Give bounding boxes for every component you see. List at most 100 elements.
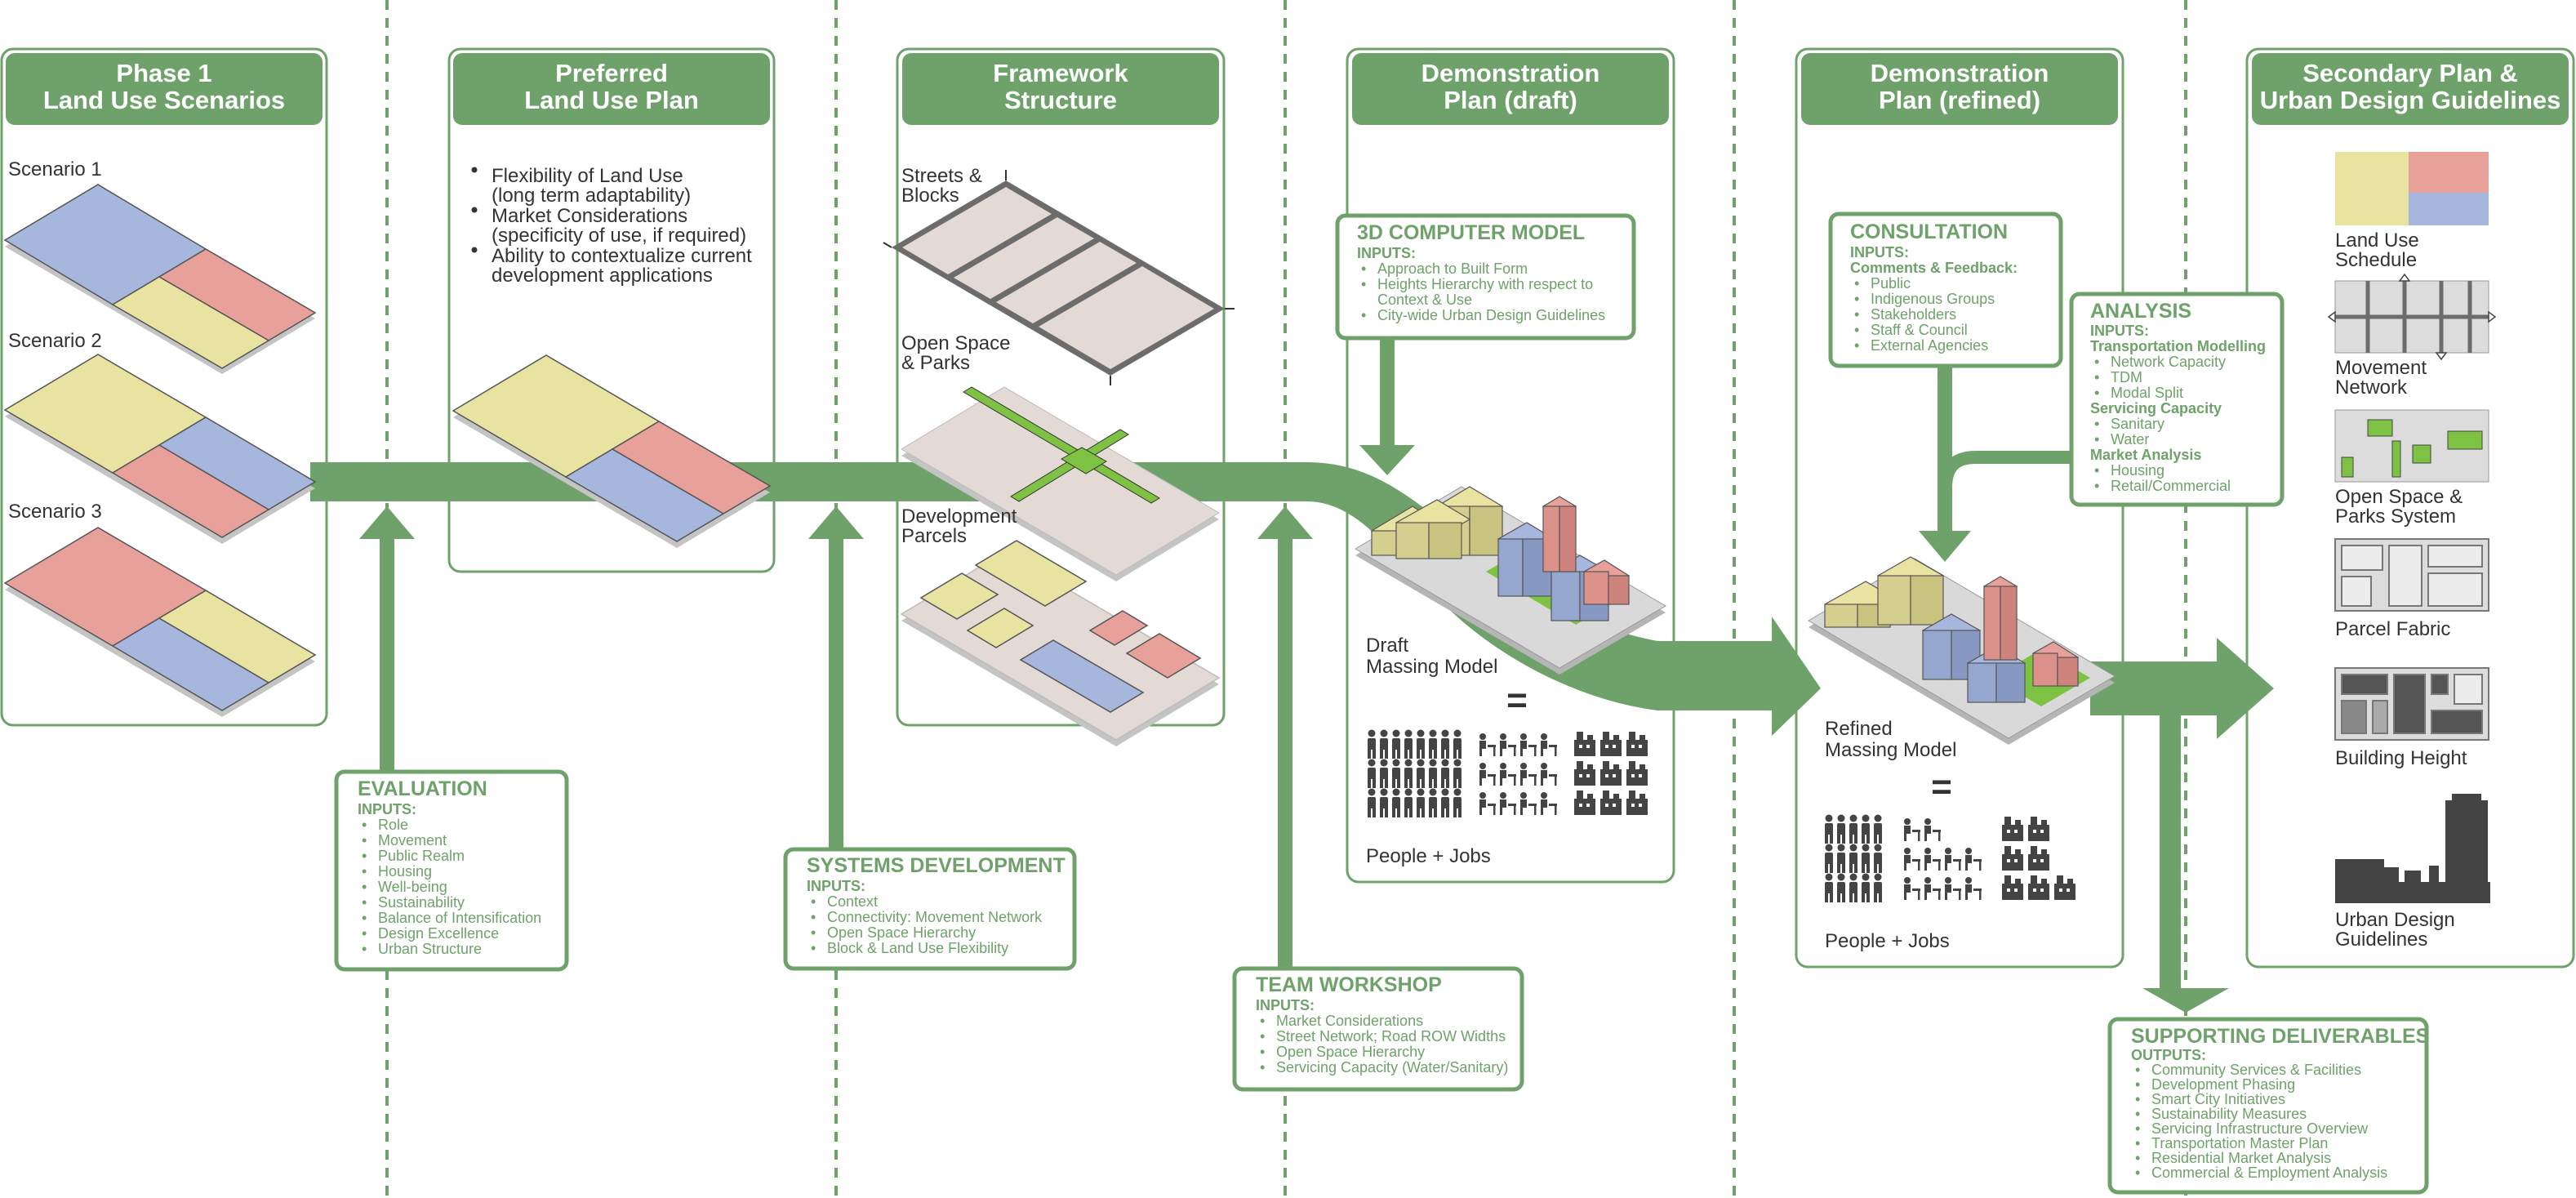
- streets-blocks-label-2: Blocks: [901, 185, 959, 207]
- analysis-arrow: [1938, 451, 2071, 531]
- evaluation-item: Balance of Intensification: [378, 910, 541, 926]
- supporting-item: Residential Market Analysis: [2151, 1150, 2331, 1166]
- evaluation-item: Urban Structure: [378, 941, 482, 957]
- consultation-items: •Public •Indigenous Groups •Stakeholders…: [1854, 275, 1995, 354]
- svg-text:•: •: [362, 879, 367, 895]
- scenario-3-label: Scenario 3: [8, 501, 102, 523]
- parcel-fabric-diagram: [2334, 538, 2489, 612]
- phase-6-content: Land Use Schedule Movement Network: [2327, 152, 2497, 951]
- evaluation-title: EVALUATION: [358, 777, 487, 800]
- phase-1-content: Scenario 1 Scenario 2 Scenario 3: [3, 158, 317, 717]
- evaluation-item: Role: [378, 817, 408, 833]
- evaluation-box: EVALUATION INPUTS: •Role •Movement •Publ…: [334, 769, 569, 972]
- urban-design-guidelines-label-2: Guidelines: [2335, 929, 2427, 951]
- svg-text:•: •: [1854, 337, 1859, 354]
- svg-text:•: •: [362, 925, 367, 942]
- supporting-item: Commercial & Employment Analysis: [2151, 1165, 2387, 1181]
- supporting-item: Transportation Master Plan: [2151, 1135, 2328, 1151]
- workshop-arrow: [1257, 506, 1313, 970]
- svg-text:•: •: [2135, 1165, 2140, 1181]
- refined-model-label-2: Massing Model: [1825, 739, 1956, 761]
- phase-3-header: Framework Structure: [902, 53, 1219, 125]
- phase-4-header: Demonstration Plan (draft): [1352, 53, 1669, 125]
- analysis-sub-market: Market Analysis: [2090, 447, 2201, 463]
- refined-equals-sign: =: [1931, 767, 1952, 807]
- supporting-title: SUPPORTING DELIVERABLES: [2131, 1025, 2429, 1048]
- systems-item: Open Space Hierarchy: [827, 924, 976, 941]
- urban-design-guidelines-label-1: Urban Design: [2335, 909, 2455, 931]
- streets-blocks-diagram: [883, 170, 1235, 385]
- phase-2-content: Flexibility of Land Use (long term adapt…: [452, 165, 772, 548]
- svg-text:•: •: [2135, 1062, 2140, 1078]
- svg-text:•: •: [1854, 322, 1859, 338]
- svg-text:•: •: [2094, 385, 2099, 401]
- systems-item: Block & Land Use Flexibility: [827, 940, 1008, 956]
- svg-text:•: •: [1361, 307, 1366, 323]
- consultation-sub-label: Comments & Feedback:: [1850, 260, 2018, 276]
- phase-6-header: Secondary Plan & Urban Design Guidelines: [2252, 53, 2569, 125]
- systems-title: SYSTEMS DEVELOPMENT: [807, 854, 1066, 877]
- input-arrows: [359, 338, 2229, 1013]
- supporting-outputs-label: OUTPUTS:: [2131, 1047, 2206, 1063]
- movement-network-label-2: Network: [2335, 376, 2408, 399]
- phase-3-content: Streets & Blocks Open Space & Parks Deve…: [883, 165, 1235, 746]
- phase-5-title-2: Plan (refined): [1879, 86, 2040, 114]
- svg-text:•: •: [2094, 478, 2099, 494]
- phase-1-header: Phase 1 Land Use Scenarios: [6, 53, 323, 125]
- phase-2-title-2: Land Use Plan: [524, 86, 699, 114]
- land-use-schedule-diagram: [2335, 152, 2489, 225]
- supporting-item: Servicing Infrastructure Overview: [2151, 1120, 2369, 1137]
- workshop-item: Servicing Capacity (Water/Sanitary): [1276, 1059, 1508, 1076]
- svg-text:•: •: [2094, 431, 2099, 448]
- svg-text:•: •: [1361, 261, 1366, 277]
- bullet-1-line-2: (long term adaptability): [492, 185, 691, 207]
- analysis-item: Retail/Commercial: [2111, 478, 2231, 494]
- preferred-plan-diagram: [452, 354, 772, 548]
- land-use-schedule-label-2: Schedule: [2335, 249, 2417, 271]
- svg-text:•: •: [1361, 276, 1366, 292]
- commercial-icons: [1574, 732, 1648, 815]
- svg-text:•: •: [2135, 1135, 2140, 1151]
- phase-5-header: Demonstration Plan (refined): [1801, 53, 2118, 125]
- phase-5-title-1: Demonstration: [1871, 59, 2049, 87]
- analysis-inputs-label: INPUTS:: [2090, 323, 2149, 339]
- phase-1-title-2: Land Use Scenarios: [43, 86, 285, 114]
- phase-6-title-2: Urban Design Guidelines: [2260, 86, 2561, 114]
- analysis-title: ANALYSIS: [2090, 300, 2191, 323]
- systems-arrow: [808, 506, 864, 851]
- phase-3-title-2: Structure: [1004, 86, 1117, 114]
- open-space-system-diagram: [2334, 409, 2489, 483]
- bullet-1-line-1: Flexibility of Land Use: [492, 165, 683, 187]
- draft-people-jobs-label: People + Jobs: [1366, 845, 1491, 867]
- phase-2-title-1: Preferred: [555, 59, 668, 87]
- supporting-item: Sustainability Measures: [2151, 1106, 2307, 1122]
- svg-text:•: •: [362, 832, 367, 848]
- phase-6-title-1: Secondary Plan &: [2302, 59, 2518, 87]
- open-space-label-1: Open Space: [901, 332, 1010, 354]
- model3d-items: •Approach to Built Form •Heights Hierarc…: [1361, 261, 1605, 323]
- scenario-2-label: Scenario 2: [8, 330, 102, 352]
- phase-6-panel: [2245, 47, 2575, 969]
- draft-model-label-2: Massing Model: [1366, 656, 1497, 678]
- consultation-inputs-label: INPUTS:: [1850, 244, 1909, 261]
- movement-network-diagram: [2327, 273, 2497, 361]
- svg-text:•: •: [1854, 306, 1859, 323]
- svg-text:•: •: [2094, 462, 2099, 479]
- phase-headers: Phase 1 Land Use Scenarios Preferred Lan…: [6, 53, 2569, 125]
- model3d-item: Context & Use: [1377, 292, 1472, 308]
- bullet-3-line-2: development applications: [492, 265, 713, 287]
- svg-text:•: •: [811, 940, 816, 956]
- development-parcels-diagram: [900, 540, 1221, 746]
- land-use-schedule-label-1: Land Use: [2335, 229, 2419, 252]
- development-parcels-label-1: Development: [901, 505, 1017, 528]
- svg-text:•: •: [2135, 1120, 2140, 1137]
- supporting-deliverables-box: SUPPORTING DELIVERABLES OUTPUTS: •Commun…: [2107, 1017, 2429, 1195]
- evaluation-item: Design Excellence: [378, 925, 499, 942]
- draft-massing-model: [1355, 486, 1666, 675]
- systems-inputs-label: INPUTS:: [807, 878, 865, 894]
- analysis-transportation-items: •Network Capacity •TDM •Modal Split: [2094, 354, 2226, 401]
- scenario-3-diagram: [3, 527, 317, 717]
- systems-item: Connectivity: Movement Network: [827, 909, 1043, 925]
- development-parcels-label-2: Parcels: [901, 525, 967, 547]
- analysis-item: Housing: [2111, 462, 2164, 479]
